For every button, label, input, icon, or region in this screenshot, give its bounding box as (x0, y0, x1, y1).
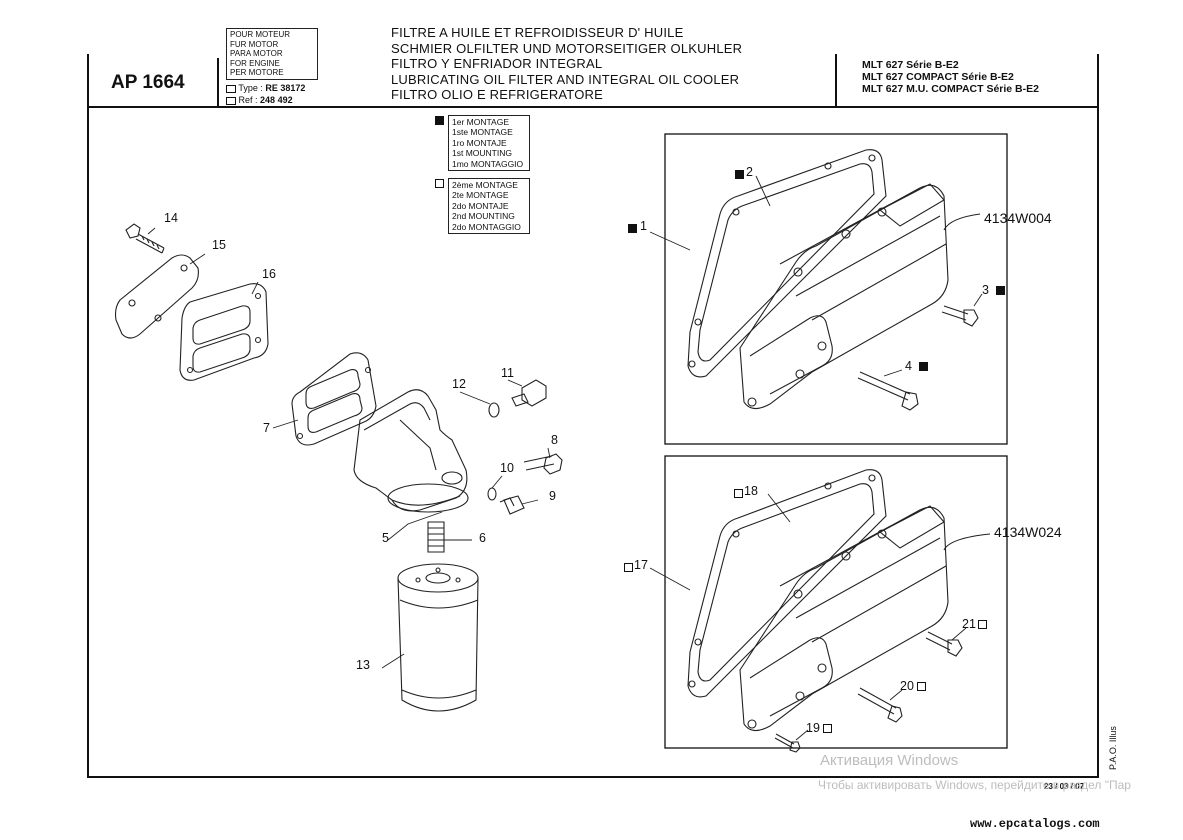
legend-line: 2nd MOUNTING (452, 211, 515, 222)
legend-first-mounting: 1er MONTAGE 1ste MONTAGE 1ro MONTAJE 1st… (448, 115, 530, 172)
legend-line: 2te MONTAGE (452, 190, 509, 201)
filled-square-icon (735, 170, 744, 179)
engine-line: PER MOTORE (230, 68, 284, 77)
engine-line: FUR MOTOR (230, 39, 279, 49)
type-checkbox-icon (226, 84, 236, 93)
activation-watermark-title: Активация Windows (820, 752, 959, 769)
cooler-drawing-upper (687, 149, 981, 411)
model-line: MLT 627 COMPACT Série B-E2 (862, 71, 1014, 83)
empty-square-icon (917, 682, 926, 691)
model-line: MLT 627 Série B-E2 (862, 59, 959, 71)
engine-line: POUR MOTEUR (230, 30, 290, 39)
callout-21: 21 (962, 617, 976, 631)
callout-10: 10 (500, 461, 514, 475)
legend-line: 2ème MONTAGE (452, 180, 518, 190)
callout-14: 14 (164, 211, 178, 225)
site-url: www.epcatalogs.com (970, 817, 1100, 831)
legend-line: 1st MOUNTING (452, 148, 512, 159)
part-code-upper: 4134W004 (984, 210, 1052, 226)
engine-line: FOR ENGINE (230, 58, 280, 68)
illus-credit: P.A.O. Illus (1108, 726, 1118, 770)
callout-2: 2 (746, 165, 753, 179)
page-frame (87, 106, 1099, 778)
empty-square-icon (823, 724, 832, 733)
callout-17: 17 (634, 558, 648, 572)
model-list: MLT 627 Série B-E2 MLT 627 COMPACT Série… (862, 59, 1039, 95)
callout-7: 7 (263, 421, 270, 435)
empty-square-icon (734, 489, 743, 498)
type-label: Type : (238, 83, 263, 93)
ap-code: AP 1664 (111, 72, 185, 93)
empty-square-icon (624, 563, 633, 572)
legend-line: 2do MONTAJE (452, 200, 509, 211)
ref-row: Ref : 248 492 (226, 95, 293, 106)
legend-line: 2do MONTAGGIO (452, 221, 521, 232)
filled-square-icon (435, 116, 444, 125)
callout-13: 13 (356, 658, 370, 672)
title-fr: FILTRE A HUILE ET REFROIDISSEUR D' HUILE (391, 25, 684, 40)
leader-lines (147, 175, 983, 741)
engine-box: POUR MOTEUR FUR MOTOR PARA MOTOR FOR ENG… (226, 28, 318, 80)
legend-line: 1ro MONTAJE (452, 137, 507, 148)
callout-4: 4 (905, 359, 912, 373)
model-line: MLT 627 M.U. COMPACT Série B-E2 (862, 83, 1039, 95)
legend-line: 1er MONTAGE (452, 117, 509, 127)
ref-checkbox-icon (226, 96, 236, 105)
callout-11: 11 (501, 366, 514, 380)
filled-square-icon (628, 224, 637, 233)
cooler-drawing-lower (687, 469, 991, 753)
title-it: FILTRO OLIO E REFRIGERATORE (391, 87, 603, 102)
callout-3: 3 (982, 283, 989, 297)
callout-16: 16 (262, 267, 276, 281)
type-row: Type : RE 38172 (226, 83, 305, 94)
empty-square-icon (978, 620, 987, 629)
legend-second-mounting: 2ème MONTAGE 2te MONTAGE 2do MONTAJE 2nd… (448, 178, 530, 235)
callout-20: 20 (900, 679, 914, 693)
ref-value: 248 492 (260, 95, 293, 105)
callout-5: 5 (382, 531, 389, 545)
footer-date: 23 / 03 / 07 (1044, 782, 1085, 791)
legend-line: 1ste MONTAGE (452, 127, 513, 138)
title-es: FILTRO Y ENFRIADOR INTEGRAL (391, 56, 603, 71)
filter-assembly-drawing (114, 223, 563, 712)
filled-square-icon (919, 362, 928, 371)
callout-8: 8 (551, 433, 558, 447)
cooler-panels (664, 133, 1008, 749)
callout-9: 9 (549, 489, 556, 503)
callout-6: 6 (479, 531, 486, 545)
callout-18: 18 (744, 484, 758, 498)
part-code-lower: 4134W024 (994, 524, 1062, 540)
title-block: FILTRE A HUILE ET REFROIDISSEUR D' HUILE… (391, 25, 742, 103)
callout-19: 19 (806, 721, 820, 735)
engine-line: PARA MOTOR (230, 49, 283, 58)
legend-line: 1mo MONTAGGIO (452, 158, 524, 169)
activation-watermark-text: Чтобы активировать Windows, перейдите в … (818, 778, 1131, 792)
callout-12: 12 (452, 377, 466, 391)
filled-square-icon (996, 286, 1005, 295)
callout-1: 1 (640, 219, 647, 233)
empty-square-icon (435, 179, 444, 188)
type-value: RE 38172 (265, 83, 306, 93)
callout-15: 15 (212, 238, 226, 252)
title-en: LUBRICATING OIL FILTER AND INTEGRAL OIL … (391, 71, 740, 87)
title-de: SCHMIER OLFILTER UND MOTORSEITIGER OLKUH… (391, 40, 743, 56)
ref-label: Ref : (238, 95, 258, 105)
